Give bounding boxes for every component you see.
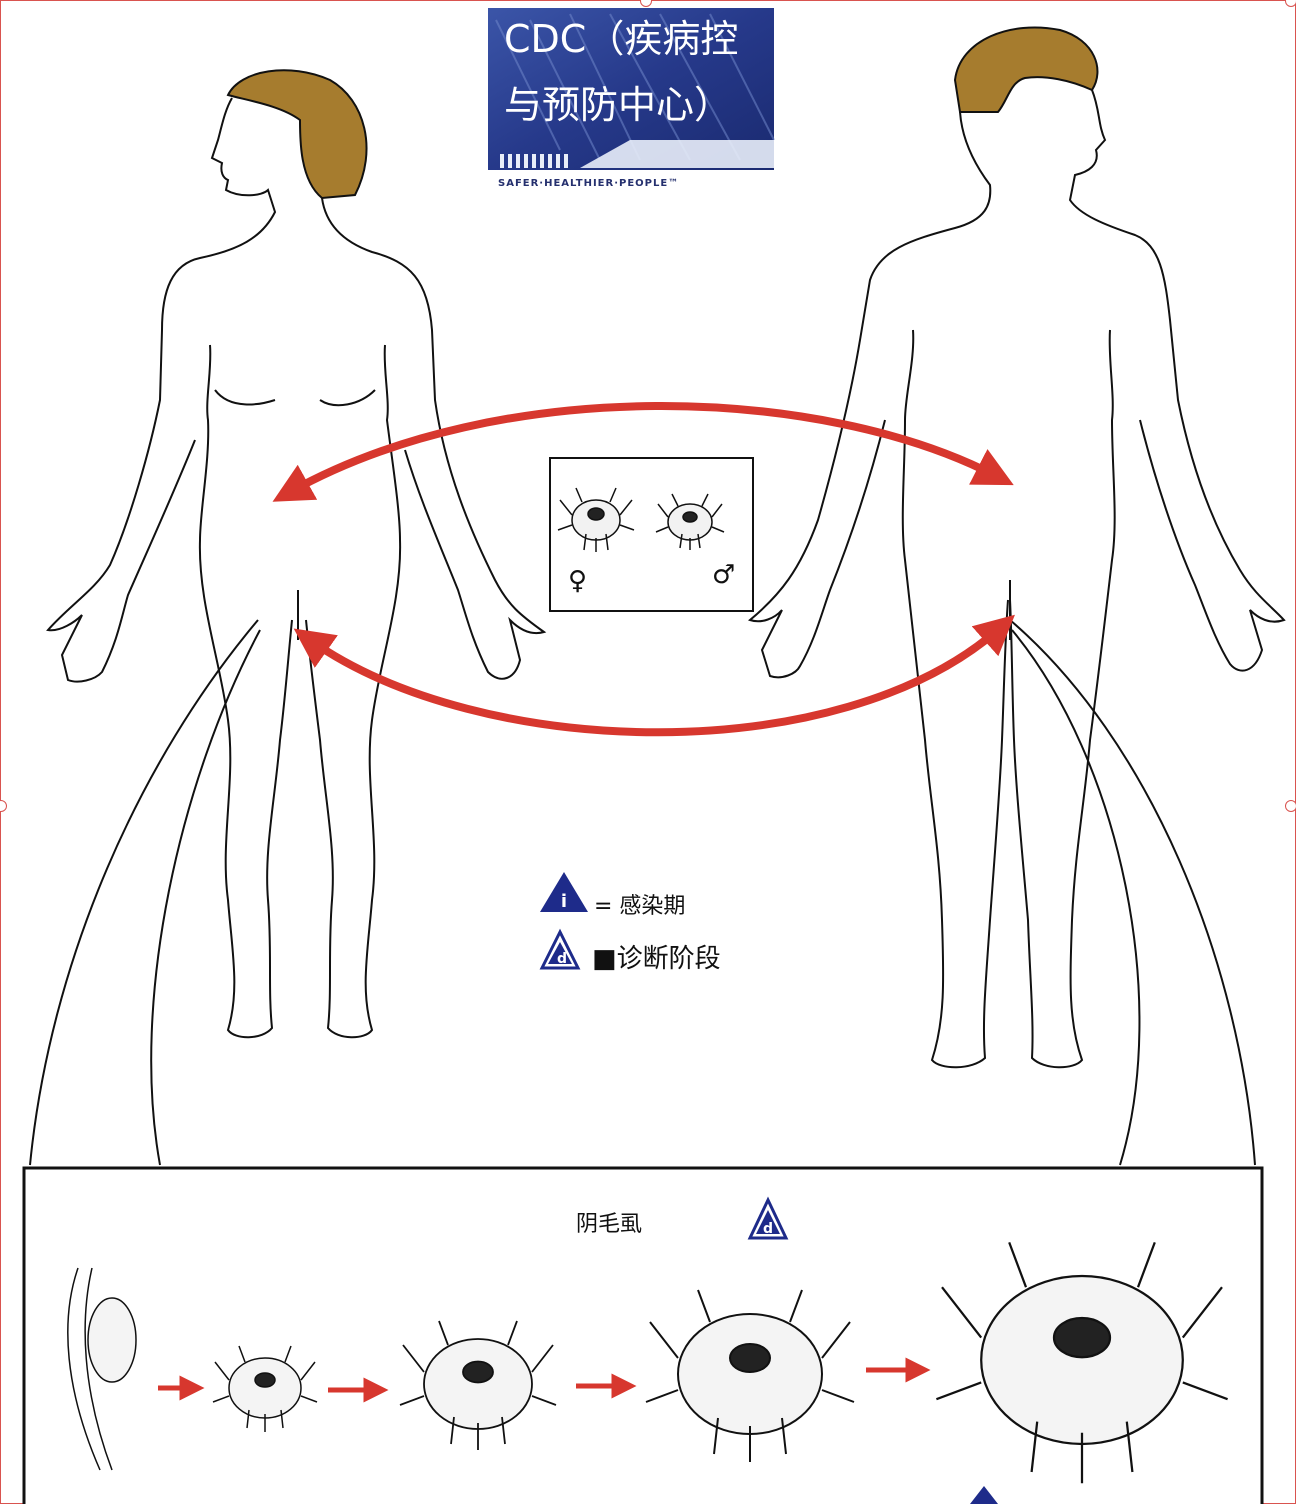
adult-louse-icon xyxy=(936,1242,1228,1484)
svg-text:i: i xyxy=(561,891,567,912)
lifecycle-arrows xyxy=(158,1357,931,1403)
svg-text:d: d xyxy=(557,951,567,967)
lifecycle-title: 阴毛虱 xyxy=(576,1212,643,1237)
female-louse-icon xyxy=(557,487,635,552)
cdc-logo xyxy=(488,8,775,170)
resize-handle-top-right[interactable] xyxy=(1285,0,1296,7)
nymph-stage-3-icon xyxy=(645,1289,855,1462)
nymph-stage-2-icon xyxy=(399,1320,557,1450)
logo-tagline: SAFER·HEALTHIER·PEOPLE™ xyxy=(498,178,680,189)
nit-on-hair-icon xyxy=(67,1267,137,1471)
logo-title-line2: 与预防中心） xyxy=(504,83,733,127)
svg-text:d: d xyxy=(763,1221,773,1237)
legend-infective-icon: i xyxy=(540,872,588,912)
legend-diagnostic-label: ■诊断阶段 xyxy=(592,944,721,974)
funnel-lines xyxy=(29,619,1256,1166)
arrow-upper xyxy=(272,402,1014,502)
legend-diagnostic-icon: d xyxy=(539,928,581,970)
bottom-badge-icon xyxy=(970,1486,998,1504)
transmission-arrows xyxy=(272,402,1015,737)
arrow-lower xyxy=(293,614,1015,737)
lifecycle-diagnostic-icon: d xyxy=(747,1196,789,1240)
nymph-stage-1-icon xyxy=(212,1345,318,1432)
female-symbol: ♀ xyxy=(568,566,588,596)
logo-title-line1: CDC（疾病控 xyxy=(504,17,739,61)
female-figure xyxy=(46,69,547,1039)
male-symbol: ♂ xyxy=(712,560,736,590)
adult-lice-inset xyxy=(549,457,754,612)
male-hair xyxy=(953,26,1099,113)
female-hair xyxy=(226,69,368,200)
male-louse-icon xyxy=(655,493,725,550)
male-figure xyxy=(747,26,1286,1069)
legend-infective-label: = 感染期 xyxy=(594,894,686,919)
resize-handle-right[interactable] xyxy=(1285,800,1296,812)
